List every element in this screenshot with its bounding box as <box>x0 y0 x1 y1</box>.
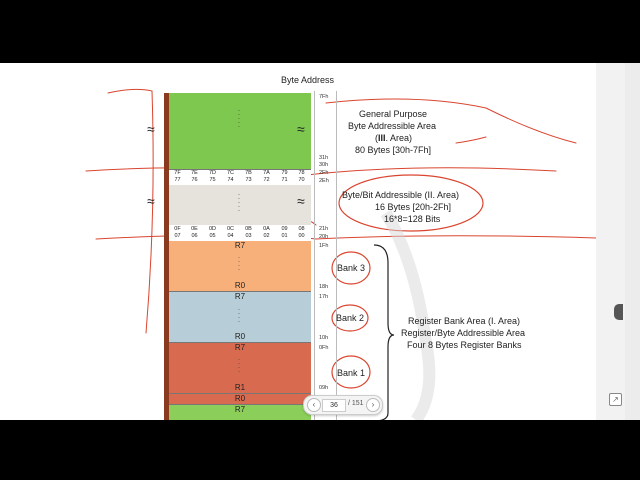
bit-area-line2: 16 Bytes [20h-2Fh] <box>375 202 452 212</box>
bit-cell: 0D <box>208 226 217 232</box>
register-label: R0 <box>234 281 246 290</box>
general-ellipsis: ..... <box>238 106 240 129</box>
memory-side-bar <box>164 93 169 420</box>
register-label: R0 <box>234 394 246 403</box>
bit-cell: 04 <box>227 233 234 239</box>
bank-area-line1: Register Bank Area (I. Area) <box>408 316 521 326</box>
bit-cell: 06 <box>191 233 198 239</box>
general-area-line1: General Purpose <box>359 109 428 119</box>
bank-area-line2: Register/Byte Addressible Area <box>401 328 526 338</box>
prev-page-button[interactable]: ‹ <box>307 398 321 412</box>
address-label: 18h <box>319 284 329 290</box>
break-mark-left: ≈ <box>147 193 155 209</box>
bank1-r1-row <box>169 383 311 394</box>
break-mark-left: ≈ <box>147 121 155 137</box>
register-label: R7 <box>234 405 246 414</box>
bit-cell: 05 <box>209 233 216 239</box>
address-label: 10h <box>319 335 329 341</box>
bit-cell: 7B <box>245 170 252 176</box>
bit-cell: 0B <box>245 226 252 232</box>
break-mark-right: ≈ <box>297 193 305 209</box>
document-viewer: Byte Address ..... ≈ ≈ 7F 7E 7D 7C 7B 7A… <box>0 63 640 420</box>
bit-cell: 71 <box>281 177 288 183</box>
bit-cell: 74 <box>227 177 234 183</box>
bank1-r0-row <box>169 394 311 405</box>
bank3-ellipsis: .... <box>238 253 240 272</box>
bit-cell: 78 <box>298 170 305 176</box>
bit-cell: 09 <box>281 226 288 232</box>
bit-cell: 7F <box>174 170 181 176</box>
address-label: 2Eh <box>319 178 329 184</box>
address-label: 21h <box>319 226 329 232</box>
bit-cell: 76 <box>191 177 198 183</box>
general-purpose-region <box>169 93 311 170</box>
bit-cell: 72 <box>263 177 270 183</box>
general-area-line3: (III. Area) <box>375 133 413 143</box>
current-page-field[interactable]: 36 <box>322 399 346 412</box>
bank3-r0-row <box>169 281 311 292</box>
byte-address-header: Byte Address <box>281 75 335 85</box>
address-label: 31h <box>319 155 329 161</box>
address-column-right-rule <box>336 91 337 420</box>
address-label: 2Fh <box>319 170 329 176</box>
bank-area-line3: Four 8 Bytes Register Banks <box>407 340 522 350</box>
bit-cell: 02 <box>263 233 270 239</box>
address-label: 30h <box>319 162 329 168</box>
page-count: / 151 <box>348 400 364 407</box>
address-label: 20h <box>319 234 329 240</box>
bit-cell: 03 <box>245 233 252 239</box>
bit-cell: 79 <box>281 170 288 176</box>
bit-cell: 01 <box>281 233 288 239</box>
page-navigator: ‹ 36 / 151 › <box>303 395 383 415</box>
bit-cell: 00 <box>298 233 305 239</box>
general-area-line4: 80 Bytes [30h-7Fh] <box>355 145 432 155</box>
address-label: 1Fh <box>319 243 329 249</box>
address-label: 17h <box>319 294 329 300</box>
register-label: R1 <box>234 383 246 392</box>
bit-cell: 7A <box>263 170 270 176</box>
bit-cell: 70 <box>298 177 305 183</box>
viewer-right-margin: ↗ <box>596 63 625 420</box>
bit-area-line1: Byte/Bit Addressible (II. Area) <box>342 190 460 200</box>
bit-cell: 75 <box>209 177 216 183</box>
bit-cell: 0E <box>191 226 198 232</box>
bit-cell: 77 <box>174 177 181 183</box>
next-page-arrow[interactable] <box>614 304 623 320</box>
register-label: R7 <box>234 343 246 352</box>
bank2-ellipsis: .... <box>238 305 240 324</box>
bank0-region <box>169 415 311 420</box>
bit-cell: 7E <box>191 170 198 176</box>
bit-cell: 7C <box>226 170 235 176</box>
bit-cell: 0F <box>174 226 181 232</box>
break-mark-right: ≈ <box>297 121 305 137</box>
address-label: 0Fh <box>319 345 329 351</box>
bank-label-2: Bank 2 <box>336 313 365 323</box>
register-label: R7 <box>234 241 246 250</box>
address-label: 09h <box>319 385 329 391</box>
bit-cell: 0A <box>263 226 270 232</box>
next-page-button[interactable]: › <box>366 398 380 412</box>
address-column-left-rule <box>314 91 315 420</box>
bit-area-line3: 16*8=128 Bits <box>384 214 441 224</box>
address-label: 7Fh <box>319 94 329 100</box>
bit-ellipsis: ..... <box>238 190 240 213</box>
general-area-line2: Byte Addressible Area <box>348 121 437 131</box>
bit-cell: 0C <box>226 226 235 232</box>
bank-label-1: Bank 1 <box>337 368 366 378</box>
bank-area-brace <box>373 244 395 420</box>
bank2-r0-row <box>169 332 311 343</box>
bit-cell: 07 <box>174 233 181 239</box>
bank1-ellipsis: .... <box>238 355 240 374</box>
bank-label-3: Bank 3 <box>337 263 366 273</box>
bit-cell: 08 <box>298 226 305 232</box>
viewer-scrollbar[interactable] <box>625 63 640 420</box>
bit-cell: 7D <box>208 170 217 176</box>
bit-cell: 73 <box>245 177 252 183</box>
register-label: R7 <box>234 292 246 301</box>
share-icon[interactable]: ↗ <box>609 393 622 406</box>
register-label: R0 <box>234 332 246 341</box>
document-page: Byte Address ..... ≈ ≈ 7F 7E 7D 7C 7B 7A… <box>16 63 596 420</box>
